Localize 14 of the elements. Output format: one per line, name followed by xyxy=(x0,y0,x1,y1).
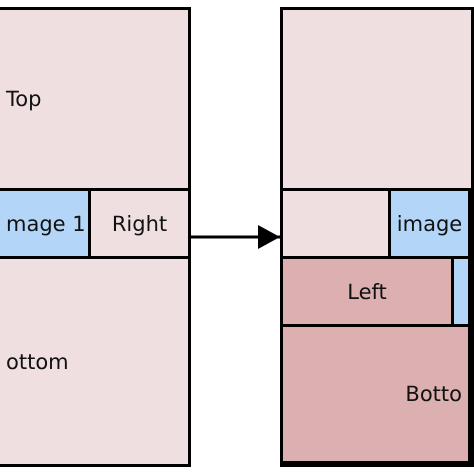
arrow xyxy=(191,225,280,249)
image-box xyxy=(451,256,471,327)
region-box xyxy=(280,324,471,464)
region-label: Right xyxy=(112,212,168,236)
region-label: Botto xyxy=(405,382,462,406)
image-box xyxy=(0,188,91,259)
region-label: ottom xyxy=(6,350,69,374)
image-box xyxy=(388,188,471,259)
region-label: image xyxy=(396,212,462,236)
region-box xyxy=(280,256,454,327)
region-label: mage 1 xyxy=(6,212,86,236)
region-label: Left xyxy=(347,280,387,304)
region-label: Top xyxy=(6,87,42,111)
layout-panel xyxy=(280,7,474,467)
